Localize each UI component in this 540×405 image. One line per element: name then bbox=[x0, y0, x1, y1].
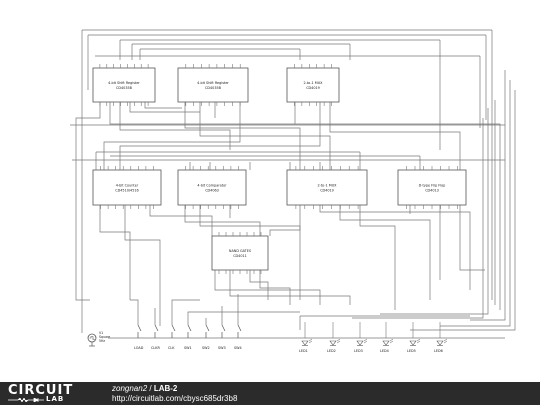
chip-part: CD4019 bbox=[306, 86, 320, 90]
source-label: V1 bbox=[99, 331, 103, 335]
chip-part: CD4013 bbox=[425, 189, 439, 193]
led-row: LED1 LED2 LED3 LED4 LED5 LED6 bbox=[299, 322, 448, 353]
logo-lab-text: LAB bbox=[46, 395, 65, 403]
chip-part: CD4510/4516 bbox=[115, 189, 138, 193]
led-icon bbox=[301, 340, 309, 346]
switch-label: SW4 bbox=[234, 346, 242, 350]
led-icon bbox=[436, 340, 444, 346]
switch-sw4[interactable]: SW4 bbox=[234, 324, 242, 350]
project-name[interactable]: LAB-2 bbox=[153, 384, 178, 393]
switch-load[interactable]: LOAD bbox=[134, 324, 144, 350]
led-label: LED1 bbox=[299, 349, 308, 353]
chip-part: CD4011 bbox=[233, 254, 247, 258]
project-url[interactable]: http://circuitlab.com/cbysc685dr3b8 bbox=[112, 394, 238, 403]
led-3: LED3 bbox=[354, 322, 368, 353]
switch-row: LOAD CLKR CLK SW1 SW2 SW3 SW4 bbox=[134, 324, 242, 350]
switch-clkr[interactable]: CLKR bbox=[151, 324, 160, 350]
source-value: 5Hz bbox=[99, 339, 105, 343]
chip-name: 4-bit Shift Register bbox=[108, 81, 140, 85]
chip-part: CD4035B bbox=[116, 86, 133, 90]
switch-label: LOAD bbox=[134, 346, 144, 350]
led-icon bbox=[329, 340, 337, 346]
switch-label: CLK bbox=[168, 346, 175, 350]
led-1: LED1 bbox=[299, 322, 313, 353]
chip-name: 4-bit Comparator bbox=[197, 184, 227, 188]
logo-waveform-icon bbox=[8, 398, 44, 402]
project-title: zongnan2 / LAB-2 bbox=[112, 384, 177, 393]
chip-part: CD4035B bbox=[205, 86, 222, 90]
title-separator: / bbox=[147, 384, 154, 393]
switch-label: SW3 bbox=[218, 346, 226, 350]
switch-clk[interactable]: CLK bbox=[168, 324, 176, 350]
led-4: LED4 bbox=[380, 322, 394, 353]
circuitlab-logo[interactable]: CIRCUIT LAB bbox=[8, 384, 92, 403]
led-label: LED6 bbox=[434, 349, 443, 353]
chip-name: 2-to-1 MUX bbox=[303, 81, 323, 85]
switch-sw2[interactable]: SW2 bbox=[202, 324, 210, 350]
led-icon bbox=[356, 340, 364, 346]
led-icon bbox=[382, 340, 390, 346]
chip-name: 2-to-1 MUX bbox=[317, 184, 337, 188]
chip-name: 4-bit Counter bbox=[116, 184, 139, 188]
chip-name: D-type Flip Flop bbox=[419, 184, 446, 188]
chip-part: CD4063 bbox=[205, 189, 219, 193]
chip-part: CD4019 bbox=[320, 189, 334, 193]
author-name[interactable]: zongnan2 bbox=[112, 384, 148, 393]
switch-sw3[interactable]: SW3 bbox=[218, 324, 226, 350]
led-icon bbox=[409, 340, 417, 346]
switch-label: CLKR bbox=[151, 346, 160, 350]
led-5: LED5 bbox=[407, 322, 421, 353]
led-label: LED4 bbox=[380, 349, 389, 353]
switch-label: SW2 bbox=[202, 346, 210, 350]
switch-label: SW1 bbox=[184, 346, 192, 350]
led-2: LED2 bbox=[327, 322, 341, 353]
chip-name: 4-bit Shift Register bbox=[197, 81, 229, 85]
led-label: LED5 bbox=[407, 349, 416, 353]
source-waveform: Square bbox=[99, 335, 110, 339]
led-label: LED3 bbox=[354, 349, 363, 353]
led-6: LED6 bbox=[434, 322, 448, 353]
voltage-source[interactable]: V1 Square 5Hz bbox=[87, 331, 110, 347]
footer-bar: CIRCUIT LAB zongnan2 / LAB-2 http://circ… bbox=[0, 382, 540, 405]
switch-sw1[interactable]: SW1 bbox=[184, 324, 192, 350]
wire-network bbox=[70, 29, 516, 339]
led-label: LED2 bbox=[327, 349, 336, 353]
chip-name: NAND GATES bbox=[229, 249, 251, 253]
logo-circuit-text: CIRCUIT bbox=[8, 383, 74, 398]
